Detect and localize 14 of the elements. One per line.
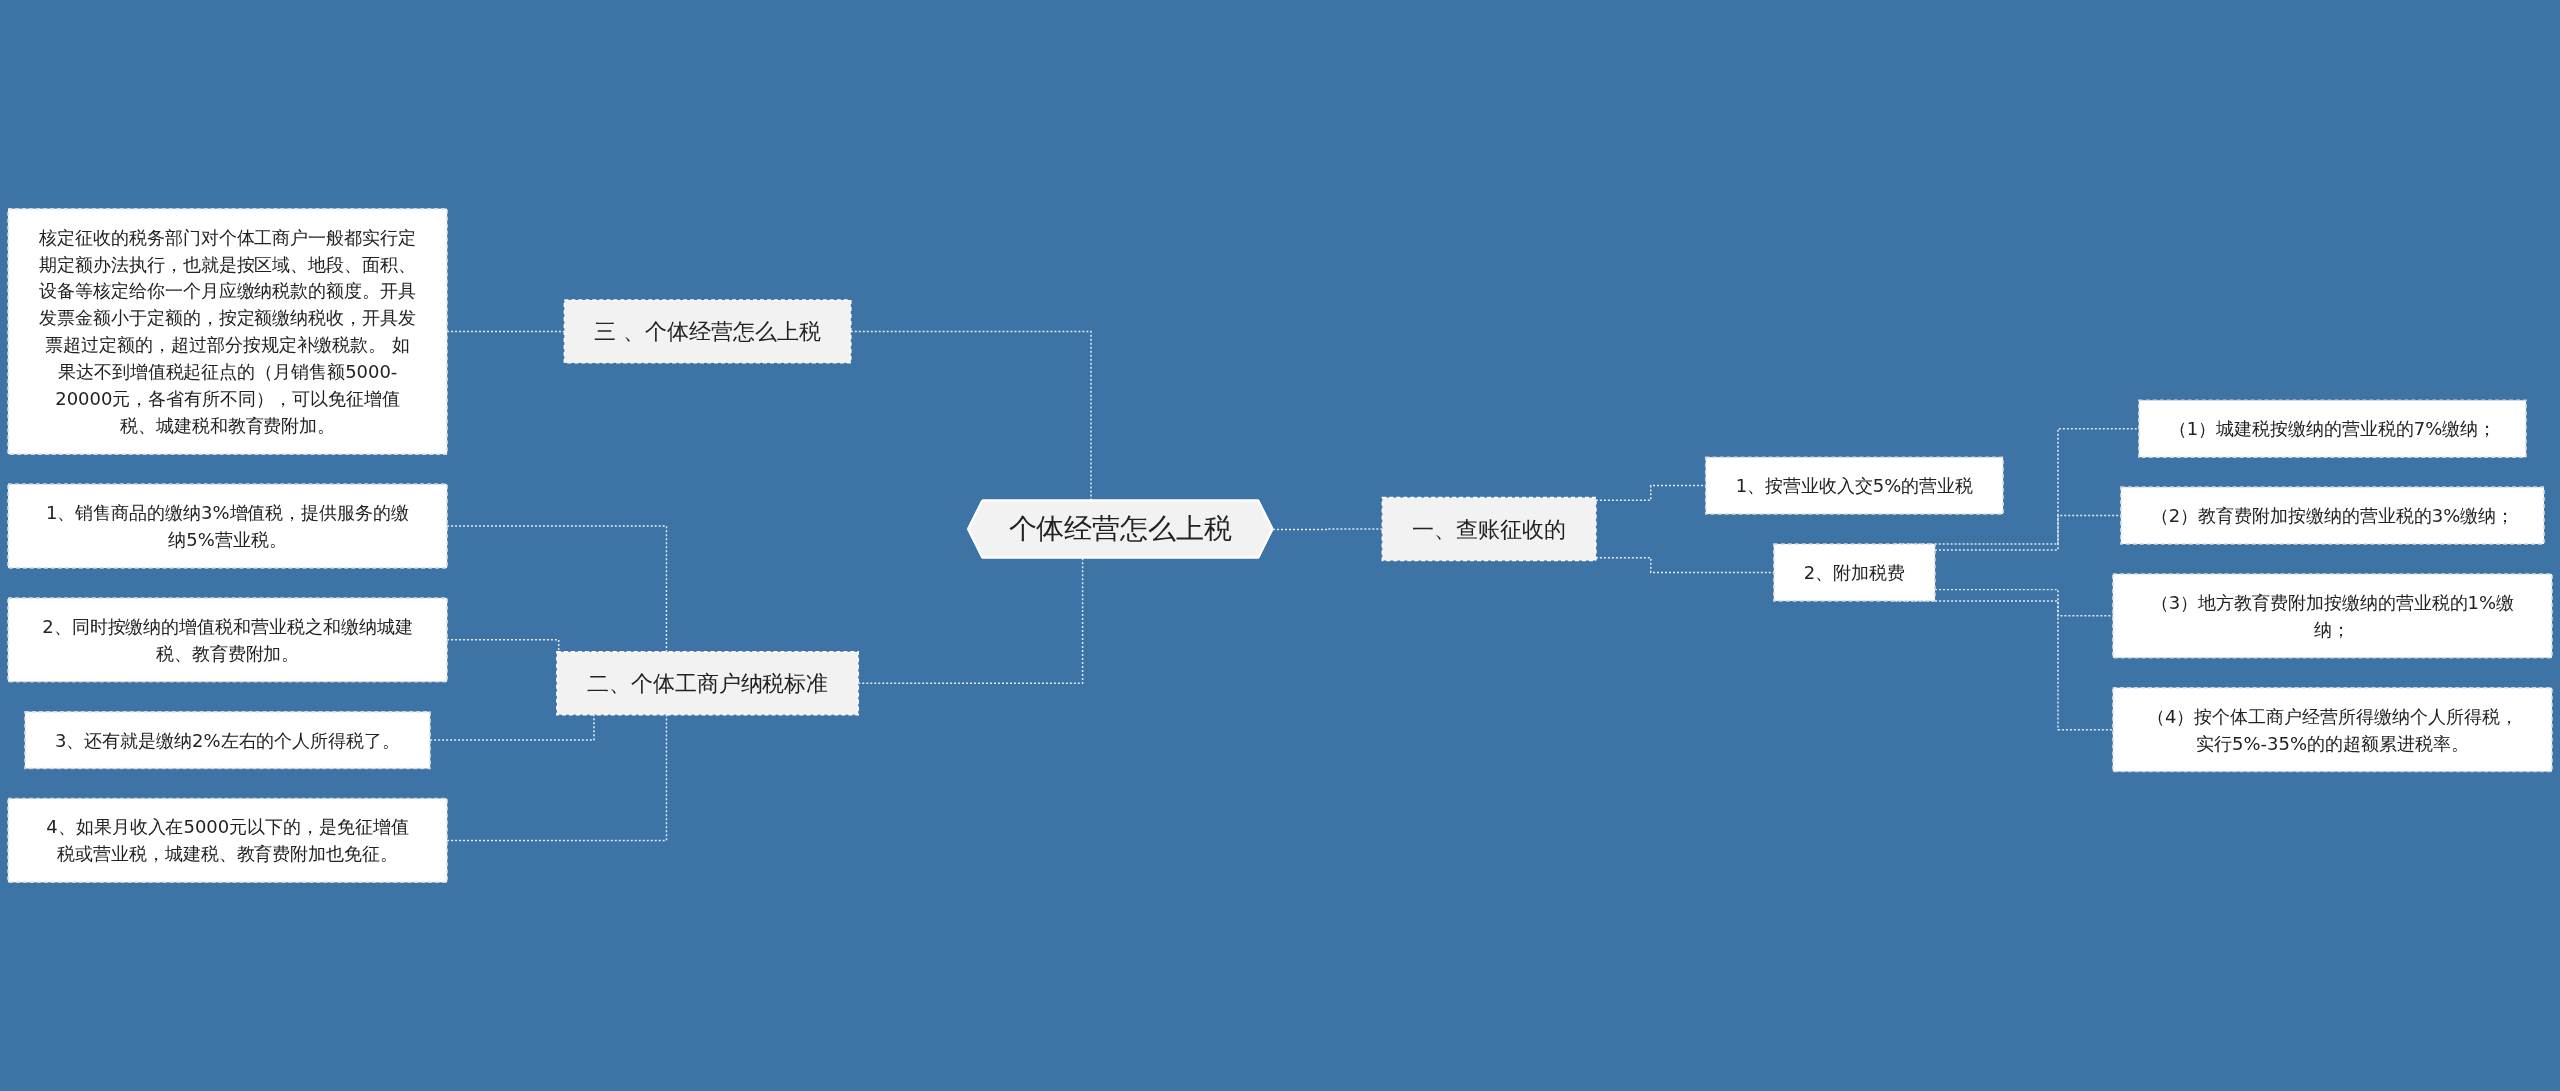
node-box: 三 、个体经营怎么上税	[563, 299, 852, 364]
node-box: （1）城建税按缴纳的营业税的7%缴纳；	[2138, 399, 2527, 458]
node-box: 2、同时按缴纳的增值税和营业税之和缴纳城建税、教育费附加。	[7, 597, 448, 683]
node-box: 一、查账征收的	[1381, 496, 1597, 562]
node-box: （4）按个体工商户经营所得缴纳个人所得税，实行5%-35%的的超额累进税率。	[2112, 686, 2553, 773]
node-box: 1、按营业收入交5%的营业税	[1704, 456, 2004, 515]
node-box: 1、销售商品的缴纳3%增值税，提供服务的缴纳5%营业税。	[7, 483, 448, 569]
node-box: 2、附加税费	[1773, 543, 1936, 602]
node-box: （2）教育费附加按缴纳的营业税的3%缴纳；	[2120, 486, 2545, 545]
node-box: 4、如果月收入在5000元以下的，是免征增值税或营业税，城建税、教育费附加也免征。	[7, 797, 448, 884]
node-box: 二、个体工商户纳税标准	[556, 651, 860, 716]
node-box: 3、还有就是缴纳2%左右的个人所得税了。	[24, 710, 431, 770]
node-box: 核定征收的税务部门对个体工商户一般都实行定期定额办法执行，也就是按区域、地段、面积、设备等核定给你一个月应缴纳税款的额度。开具发票金额小于定额的，按定额缴纳税收，开具发票超过定额的，超过部分按规定补缴税款。 如果达不到增值税起征点的（月销售额5000-20000元，各省有所不同），可以免征增值税、城建税和教育费附加。	[7, 207, 448, 455]
node-box: （3）地方教育费附加按缴纳的营业税的1%缴纳；	[2112, 573, 2553, 659]
